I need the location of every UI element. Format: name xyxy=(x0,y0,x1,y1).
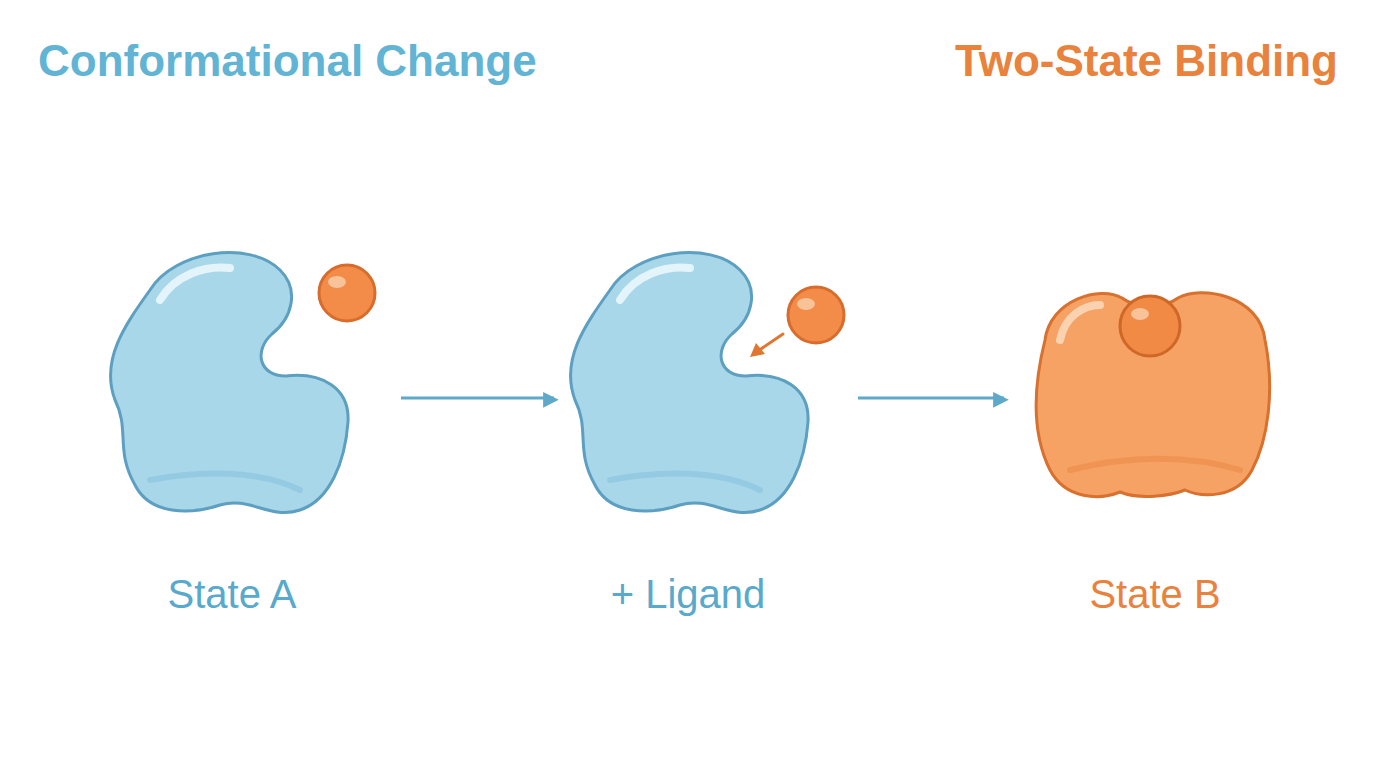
transition-arrow xyxy=(858,397,1004,400)
ligand xyxy=(788,287,844,343)
protein-node: + Ligand xyxy=(560,240,852,640)
highlight xyxy=(797,298,815,310)
highlight xyxy=(160,267,230,300)
shade xyxy=(150,473,300,490)
approach-arrowhead xyxy=(750,343,765,357)
highlight xyxy=(620,267,690,300)
protein-blob xyxy=(570,253,808,513)
ligand xyxy=(319,265,375,321)
transition-arrow xyxy=(401,397,554,400)
approach-arrow xyxy=(758,334,783,351)
protein-node: State A xyxy=(105,240,395,640)
protein-blob xyxy=(110,253,348,513)
state-label: State A xyxy=(87,572,377,617)
bound-ligand xyxy=(1120,296,1180,356)
highlight xyxy=(328,276,346,288)
shade xyxy=(610,473,760,490)
section-heading: Two-State Binding xyxy=(955,36,1338,86)
state-label: + Ligand xyxy=(542,572,834,617)
shade xyxy=(1070,459,1240,470)
diagram-title: Conformational Change xyxy=(38,36,537,86)
highlight xyxy=(1131,308,1149,320)
protein-node: State B xyxy=(1010,240,1300,640)
highlight xyxy=(1060,305,1100,340)
state-label: State B xyxy=(1010,572,1300,617)
protein-blob xyxy=(1036,293,1269,497)
